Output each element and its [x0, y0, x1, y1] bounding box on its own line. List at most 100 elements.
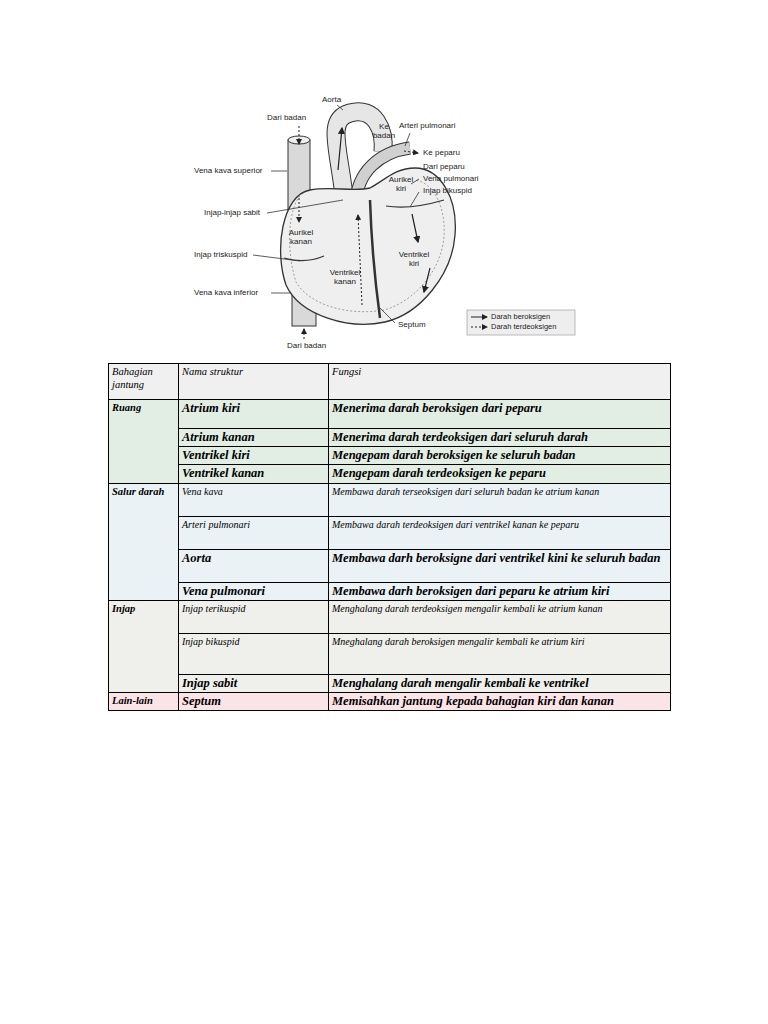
cell-text: Ventrikel kanan [182, 466, 325, 481]
heart-illustration [0, 0, 768, 360]
cell-text: Injap terikuspid [182, 602, 325, 616]
cell-text: Atrium kanan [182, 430, 325, 445]
table-cell: Injap terikuspid [179, 601, 329, 634]
cell-text: Septum [182, 694, 325, 709]
part-label: Dari badan [267, 113, 306, 122]
table-cell: Membawa darah terseoksigen dari seluruh … [329, 484, 671, 517]
leader-line [405, 133, 410, 146]
cell-text: Vena kava [182, 485, 325, 499]
leader-line [410, 192, 419, 207]
part-label: Vena kava inferior [194, 288, 258, 297]
table-cell: Atrium kiri [179, 400, 329, 429]
flow-arrow [299, 198, 300, 222]
table-row: Arteri pulmonari Membawa darah terdeoksig… [109, 517, 671, 550]
table-cell: Mengepam darah terdeoksigen ke peparu [329, 465, 671, 484]
table-cell: Membawa darah terdeoksigen dari ventrike… [329, 517, 671, 550]
flow-arrow [358, 215, 362, 305]
table-cell: Membawa darh beroksigen dari peparu ke a… [329, 583, 671, 601]
leader-line [271, 171, 287, 172]
cell-text: Bahagian jantung [112, 365, 175, 391]
table-row: RuangAtrium kiriMenerima darah beroksige… [109, 400, 671, 429]
table-cell: Lain-lain [109, 693, 179, 711]
cell-text: Salur darah [112, 485, 175, 498]
flow-arrow [412, 214, 418, 242]
cell-text: Injap bikuspid [182, 635, 325, 649]
part-label: Ke badan [372, 122, 396, 140]
table-cell: Injap sabit [179, 675, 329, 693]
table-cell: Memisahkan jantung kepada bahagian kiri … [329, 693, 671, 711]
cell-text: Injap [112, 602, 175, 615]
flow-arrow [424, 268, 430, 292]
part-label: Ventrikel kiri [396, 250, 432, 268]
part-label: Injap triskuspid [194, 250, 247, 259]
cell-text: Ruang [112, 401, 175, 414]
table-row: Lain-lainSeptum Memisahkan jantung kepada… [109, 693, 671, 711]
table-cell: Ventrikel kiri [179, 447, 329, 465]
part-label: Aurikel kanan [285, 228, 317, 246]
table-row: Injap sabitMenghalang darah mengalir kem… [109, 675, 671, 693]
table-row: Atrium kanan Menerima darah terdeoksigen … [109, 429, 671, 447]
part-label: Dari badan [287, 341, 326, 350]
cell-text: Arteri pulmonari [182, 518, 325, 532]
septum-wall [370, 200, 380, 318]
table-cell: Fungsi [329, 364, 671, 400]
part-label: Ventrikel kanan [326, 268, 364, 286]
table-cell: Vena pulmonari [179, 583, 329, 601]
cell-text: Aorta [182, 551, 325, 566]
table-cell: Mneghalang darah beroksigen mengalir kem… [329, 634, 671, 675]
cell-text: Mengepam darah terdeoksigen ke peparu [332, 466, 667, 481]
table-cell: Septum [179, 693, 329, 711]
legend-sample-dashed [471, 327, 487, 328]
cell-text: Mneghalang darah beroksigen mengalir kem… [332, 635, 667, 649]
legend-box [467, 310, 575, 335]
cell-text: Nama struktur [182, 365, 325, 378]
leader-line [271, 293, 291, 294]
cell-text: Vena pulmonari [182, 584, 325, 599]
leader-line [267, 200, 343, 213]
table-row: Salur darah Vena kava Membawa darah terseo… [109, 484, 671, 517]
part-label: Injap bikuspid [423, 186, 472, 195]
part-label: Septum [398, 320, 426, 329]
flow-arrow [338, 128, 342, 170]
part-label: Vena kava superior [194, 166, 263, 175]
table-row: Bahagian jantung Nama struktur Fungsi [109, 364, 671, 400]
table-row: Injap bikuspid Mneghalang darah beroksige… [109, 634, 671, 675]
flow-arrow [304, 329, 305, 339]
cell-text: Memisahkan jantung kepada bahagian kiri … [332, 694, 667, 709]
cell-text: Menerima darah terdeoksigen dari seluruh… [332, 430, 667, 445]
table-cell: Bahagian jantung [109, 364, 179, 400]
cell-text: Fungsi [332, 365, 667, 378]
table-row: Aorta Membawa darh beroksigne dari ventri… [109, 550, 671, 583]
part-label: Arteri pulmonari [399, 121, 455, 130]
cell-text: Menghalang darah terdeoksigen mengalir k… [332, 602, 667, 616]
table-cell: Vena kava [179, 484, 329, 517]
heart-inner-wall [290, 180, 445, 312]
legend-sample-solid [471, 317, 487, 318]
table-cell: Mengepam darah beroksigen ke seluruh bad… [329, 447, 671, 465]
table-cell: Ventrikel kanan [179, 465, 329, 484]
cell-text: Atrium kiri [182, 401, 325, 416]
table-cell: Menghalang darah terdeoksigen mengalir k… [329, 601, 671, 634]
cell-text: Ventrikel kiri [182, 448, 325, 463]
table-cell: Menerima darah terdeoksigen dari seluruh… [329, 429, 671, 447]
part-label: Vena pulmonari [423, 174, 479, 183]
table-cell: Membawa darh beroksigne dari ventrikel k… [329, 550, 671, 583]
table-row: Ventrikel kiri Mengepam darah beroksigen … [109, 447, 671, 465]
table-row: Injap Injap terikuspid Menghalang darah te… [109, 601, 671, 634]
flow-arrow [299, 126, 300, 144]
table-row: Ventrikel kanan Mengepam darah terdeoksig… [109, 465, 671, 484]
flow-arrow [404, 151, 418, 153]
structure-table: Bahagian jantung Nama struktur FungsiRuang… [108, 363, 670, 711]
part-label: Injap-injap sabit [204, 208, 260, 217]
table-cell: Atrium kanan [179, 429, 329, 447]
table-cell: Injap [109, 601, 179, 693]
cell-text: Membawa darah terdeoksigen dari ventrike… [332, 518, 667, 532]
table-cell: Menghalang darah mengalir kembali ke ven… [329, 675, 671, 693]
table-cell: Salur darah [109, 484, 179, 601]
part-label: Dari peparu [423, 162, 465, 171]
cell-text: Membawa darh beroksigen dari peparu ke a… [332, 584, 667, 599]
legend-text: Darah beroksigen [491, 312, 550, 321]
cell-text: Membawa darh beroksigne dari ventrikel k… [332, 551, 667, 566]
part-label: Aorta [322, 95, 341, 104]
table-row: Vena pulmonari Membawa darh beroksigen da… [109, 583, 671, 601]
